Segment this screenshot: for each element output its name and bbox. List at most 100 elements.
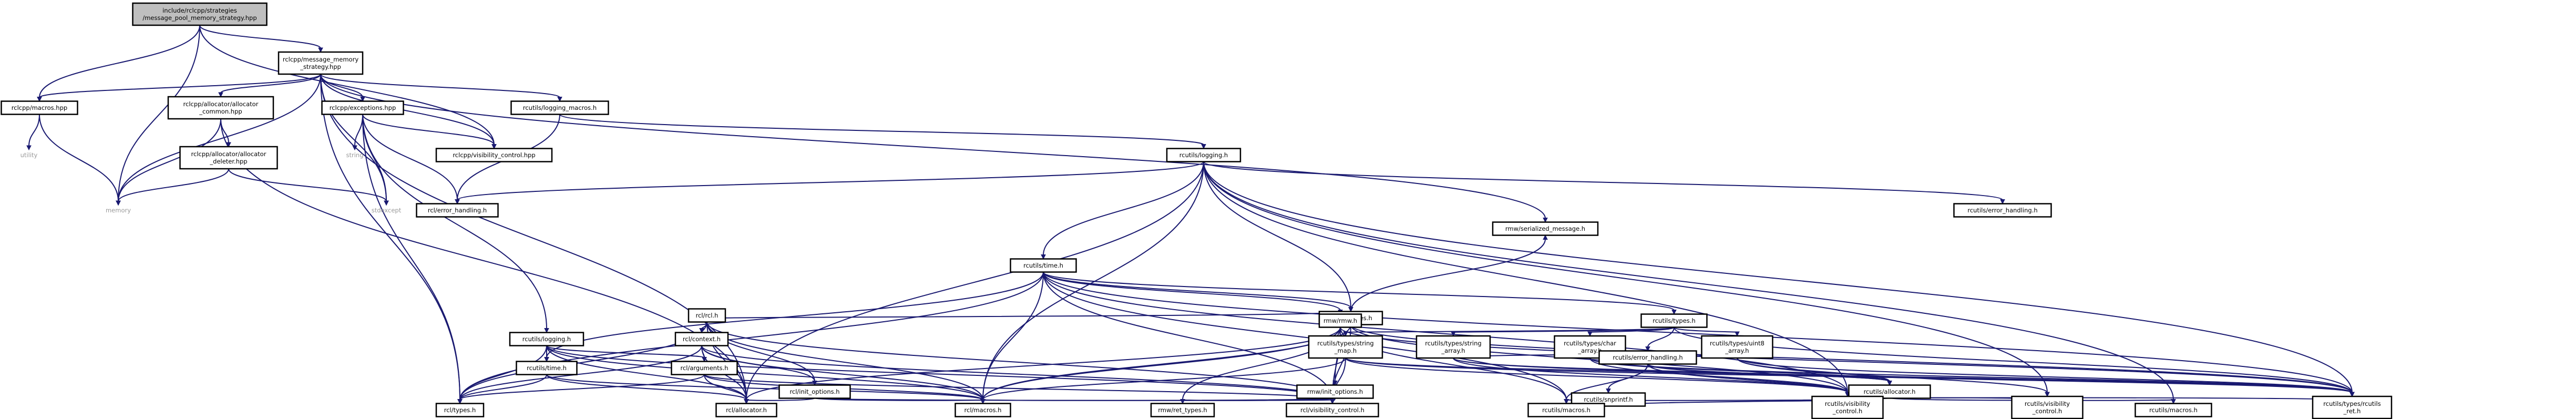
arrowhead-rcutils_types-to-rmw_serialized — [1543, 234, 1548, 240]
arrowhead-rcl_init_options-to-rcl_allocator — [744, 399, 749, 404]
edge-rcutils_types2-to-rcutils_err2 — [1647, 327, 1675, 348]
node-label-string-0: string — [346, 151, 363, 159]
node-box-rcl_types — [435, 403, 485, 417]
node-rcutils_vis2[interactable]: rcutils/visibility_control.h — [2011, 395, 2084, 419]
node-root[interactable]: include/rclcpp/strategies/message_pool_m… — [132, 2, 268, 26]
nodes-layer: include/rclcpp/strategies/message_pool_m… — [1, 2, 2393, 419]
edge-rcutils_types2-to-char_array — [1589, 326, 1675, 333]
node-alloc_common[interactable]: rclcpp/allocator/allocator_common.hpp — [167, 96, 274, 120]
edge-rcutils_time-to-rcutils_types2 — [1043, 271, 1675, 311]
node-label-rcl_context-0: rcl/context.h — [683, 335, 721, 343]
node-rcutils_allocator[interactable]: rcutils/allocator.h — [1848, 384, 1931, 399]
edge-rcutils_time-to-rcutils_types — [1043, 272, 1351, 309]
node-label-exceptions-0: rclcpp/exceptions.hpp — [330, 104, 396, 111]
node-macros_hpp[interactable]: rclcpp/macros.hpp — [1, 100, 78, 115]
node-snprintf[interactable]: rcutils/snprintf.h — [1571, 392, 1646, 407]
node-box-mps — [278, 51, 364, 75]
node-label-rcutils_logging-0: rcutils/logging.h — [1179, 151, 1228, 159]
arrowhead-mps-to-rmw_serialized — [1543, 218, 1548, 223]
node-label-uint8_array-0: rcutils/types/uint8 — [1710, 340, 1764, 347]
arrowhead-macros_hpp-to-utility — [26, 145, 32, 151]
node-label-mps-1: _strategy.hpp — [300, 63, 341, 70]
arrowhead-rcutils_err2-to-rcutils_allocator — [1887, 381, 1892, 386]
node-box-rcutils_err_top — [1953, 203, 2052, 218]
node-rcl_visctl[interactable]: rcl/visibility_control.h — [1286, 403, 1379, 417]
node-mps[interactable]: rclcpp/message_memory_strategy.hpp — [278, 51, 364, 75]
edge-root-to-memory — [118, 25, 200, 202]
edge-uint8_array-to-rcutils_types_ret — [1737, 357, 2353, 393]
edge-macros_hpp-to-memory — [39, 114, 119, 202]
node-label-char_array-0: rcutils/types/char — [1564, 340, 1616, 347]
node-label-rcutils_macros-0: rcutils/macros.h — [1542, 406, 1590, 414]
node-rcl_context[interactable]: rcl/context.h — [674, 332, 729, 346]
node-box-str_map — [1308, 335, 1383, 359]
edge-exceptions-to-rcl_err — [362, 114, 458, 200]
node-stdexcept: stdexcept — [372, 207, 402, 214]
node-rmw_ret_types[interactable]: rmw/ret_types.h — [1150, 403, 1215, 417]
node-box-rcutils_time — [1010, 258, 1077, 273]
node-rcl_arguments[interactable]: rcl/arguments.h — [671, 361, 738, 375]
arrowhead-exceptions-to-visctl_hpp — [491, 144, 497, 149]
node-label-rcutils_macros2-0: rcutils/macros.h — [2149, 406, 2198, 414]
node-exceptions[interactable]: rclcpp/exceptions.hpp — [321, 100, 404, 115]
edge-rcl_rcl-to-rcl_visctl — [706, 322, 1333, 400]
node-rcutils_types_ret[interactable]: rcutils/types/rcutils_ret.h — [2312, 395, 2393, 419]
node-str_map[interactable]: rcutils/types/string_map.h — [1308, 335, 1383, 359]
edge-mps-to-macros_hpp — [39, 74, 321, 98]
edge-macros_hpp-to-utility — [28, 114, 40, 147]
node-box-rcutils_logging — [1166, 148, 1241, 162]
node-rcutils_err_top[interactable]: rcutils/error_handling.h — [1953, 203, 2052, 218]
node-label-rcutils_time2-0: rcutils/time.h — [527, 364, 567, 372]
node-box-rcutils_vis1 — [1811, 395, 1884, 419]
node-rcl_err[interactable]: rcl/error_handling.h — [416, 203, 499, 218]
node-box-rmw_init_options — [1296, 384, 1374, 399]
arrowhead-root-to-mps — [318, 47, 323, 53]
node-uint8_array[interactable]: rcutils/types/uint8_array.h — [1701, 335, 1773, 359]
node-label-rcl_types-0: rcl/types.h — [444, 406, 476, 414]
node-rcl_init_options[interactable]: rcl/init_options.h — [778, 384, 851, 399]
edge-rcl_arguments-to-rcl_visctl — [704, 374, 1333, 401]
node-rcl_types[interactable]: rcl/types.h — [435, 403, 485, 417]
node-label-rcutils_types2-0: rcutils/types.h — [1653, 317, 1695, 324]
edge-rcl_logging-to-rcl_arguments — [546, 345, 705, 359]
node-rmw_rmw[interactable]: rmw/rmw.h — [1318, 313, 1362, 328]
node-rcutils_err2[interactable]: rcutils/error_handling.h — [1598, 350, 1697, 365]
node-label-root-1: /message_pool_memory_strategy.hpp — [142, 14, 256, 22]
node-rcutils_vis1[interactable]: rcutils/visibility_control.h — [1811, 395, 1884, 419]
node-alloc_deleter[interactable]: rclcpp/allocator/allocator_deleter.hpp — [179, 146, 278, 170]
edge-alloc_deleter-to-stdexcept — [228, 168, 387, 202]
node-rcl_logging[interactable]: rcutils/logging.h — [509, 332, 584, 346]
node-label-memory-0: memory — [106, 207, 131, 214]
node-rmw_serialized[interactable]: rmw/serialized_message.h — [1492, 221, 1599, 236]
node-label-rcutils_err_top-0: rcutils/error_handling.h — [1967, 207, 2037, 214]
node-rcutils_macros2[interactable]: rcutils/macros.h — [2134, 403, 2212, 417]
node-box-rcl_rcl — [687, 308, 726, 323]
node-rmw_init_options[interactable]: rmw/init_options.h — [1296, 384, 1374, 399]
node-rcutils_macros[interactable]: rcutils/macros.h — [1527, 403, 1605, 417]
edge-rcutils_logging-to-rcutils_types — [1203, 161, 1351, 308]
edge-rcl_arguments-to-rcl_allocator — [704, 374, 747, 400]
node-rcutils_logging[interactable]: rcutils/logging.h — [1166, 148, 1241, 162]
node-visctl_hpp[interactable]: rclcpp/visibility_control.hpp — [435, 148, 553, 162]
node-str_array[interactable]: rcutils/types/string_array.h — [1415, 335, 1491, 359]
arrowhead-rcutils_err2-to-snprintf — [1606, 389, 1611, 394]
node-rcutils_time2[interactable]: rcutils/time.h — [516, 361, 578, 375]
node-rcl_macros[interactable]: rcl/macros.h — [955, 403, 1011, 417]
node-rcl_rcl[interactable]: rcl/rcl.h — [687, 308, 726, 323]
edge-mps-to-stdexcept — [320, 74, 387, 202]
node-rcutils_types2[interactable]: rcutils/types.h — [1640, 313, 1708, 328]
node-box-rcutils_vis2 — [2011, 395, 2084, 419]
node-rcutils_time[interactable]: rcutils/time.h — [1010, 258, 1077, 273]
node-label-rcutils_vis1-1: _control.h — [1832, 407, 1863, 415]
arrowhead-rcutils_logging-to-rcutils_time — [1041, 254, 1046, 260]
node-rcl_allocator[interactable]: rcl/allocator.h — [715, 403, 777, 417]
edge-rcl_context-to-rcl_types — [459, 345, 702, 400]
node-label-rmw_ret_types-0: rmw/ret_types.h — [1158, 406, 1207, 414]
node-box-rcutils_time2 — [516, 361, 578, 375]
arrowhead-uint8_array-to-rcutils_vis2 — [2045, 392, 2050, 397]
edge-alloc_common-to-memory — [118, 118, 221, 202]
edge-mps-to-rcl_types — [320, 74, 460, 400]
node-rcutils_logmacros[interactable]: rcutils/logging_macros.h — [510, 100, 609, 115]
edge-alloc_deleter-to-memory — [118, 168, 229, 202]
